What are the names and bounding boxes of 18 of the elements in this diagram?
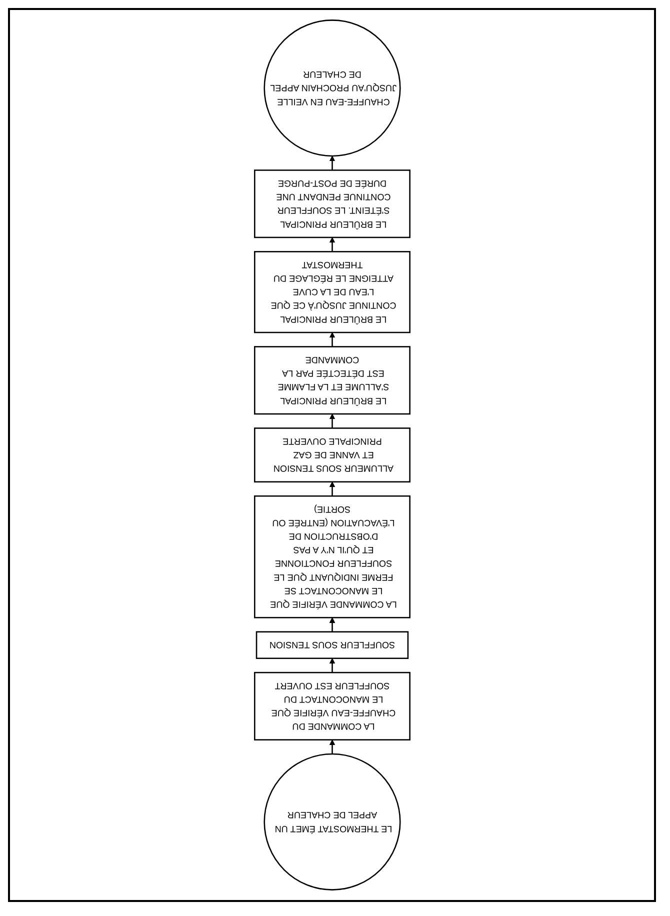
node-box	[254, 170, 410, 238]
arrow	[329, 414, 335, 428]
arrow	[329, 332, 335, 347]
node-box	[254, 672, 410, 740]
node-box	[254, 346, 410, 415]
arrow	[329, 482, 335, 496]
arrow	[329, 156, 335, 170]
node-circle	[263, 753, 401, 890]
arrow	[329, 237, 335, 252]
arrow	[329, 617, 335, 632]
diagram-frame: LE THERMOSTAT ÉMET UN APPEL DE CHALEUR LA COMMANDE DU CHAUFFE-EAU VÉRIFIE QUE LE MANOCONTACT DU SOUFFLEUR EST OUVERT SOUFFLEUR SOUS TENSION LA COMMANDE VÉRIFIE QUE LE MANOCONTACT SE FERME INDIQUANT QUE LE SOUFFLEUR FONCTIONNE ET QU'IL N'Y A PAS D'OBSTRUCTION DE L'ÉVACUATION (ENTRÉE OU SORTIE) ALLUMEUR SOUS TENSION ET VANNE DE GAZ PRINCIPALE OUVERTE LE BRÛLEUR PRINCIPAL S'ALLUME ET LA FLAMME EST DÉTECTÉE PAR LA COMMANDE LE BRÛLEUR PRINCIPAL CONTINUE JUSQU'À CE QUE L'EAU DE LA CUVE ATTEIGNE LE RÉGLAGE DU THERMOSTAT LE BRÛLEUR PRINCIPAL S'ÉTEINT. LE SOUFFLEUR CONTINUE PENDANT UNE DURÉE DE POST-PURGE CHAUFFE-EAU EN VEILLE JUSQU'AU PROCHAIN APPEL DE CHALEUR	[8, 8, 656, 902]
node-circle	[263, 20, 401, 157]
node-box	[254, 251, 410, 334]
node-box	[254, 428, 410, 482]
arrow	[329, 740, 335, 754]
arrow	[329, 658, 335, 673]
node-box	[256, 631, 408, 659]
node-box	[254, 495, 410, 618]
